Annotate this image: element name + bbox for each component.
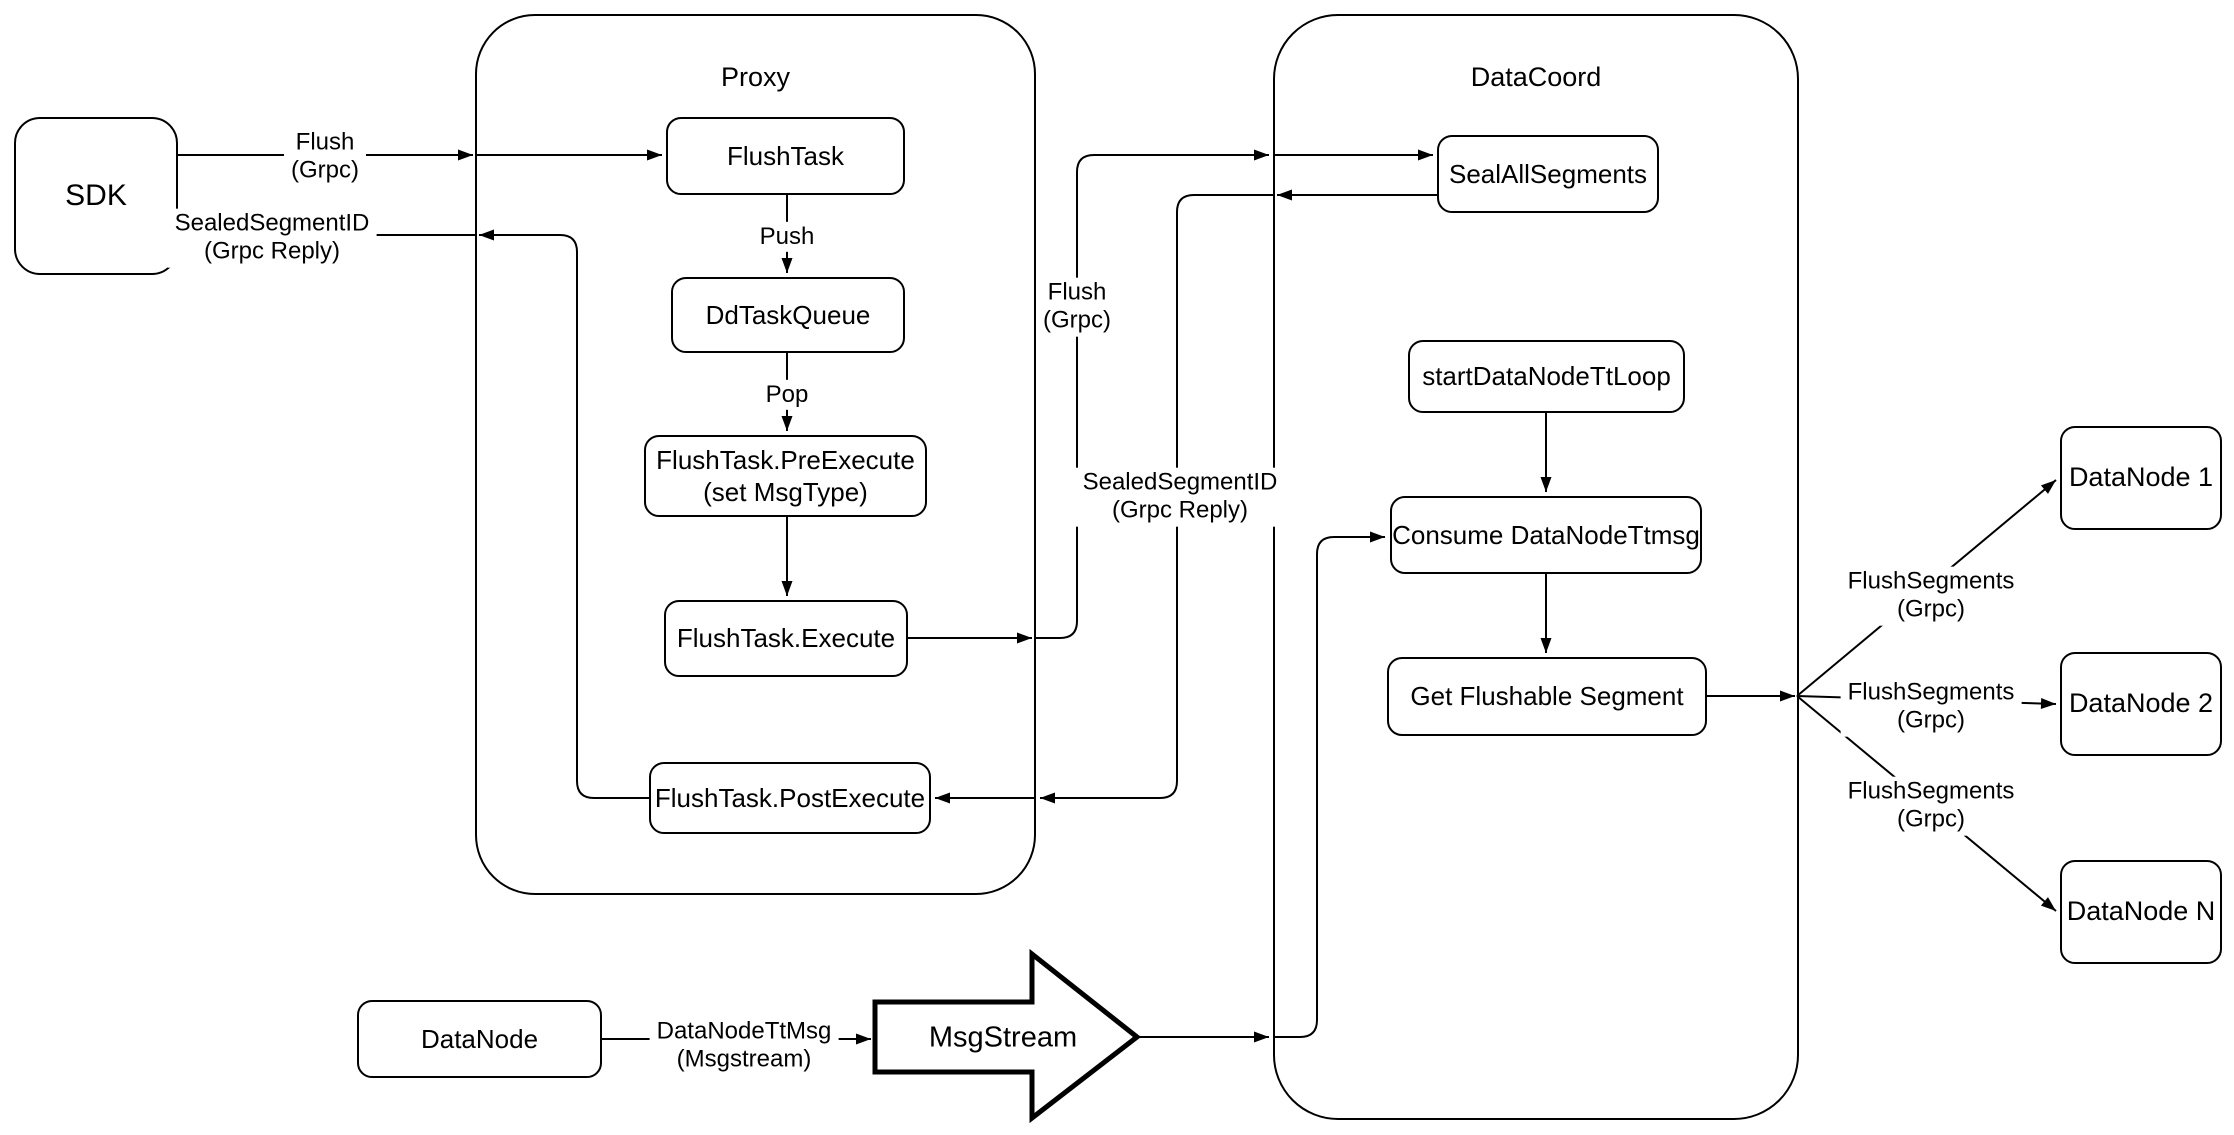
node-flushtask: FlushTask bbox=[666, 117, 905, 195]
node-execute: FlushTask.Execute bbox=[664, 600, 908, 677]
edge-label-flushsegments-1: FlushSegments (Grpc) bbox=[1840, 566, 2022, 626]
node-preexecute: FlushTask.PreExecute (set MsgType) bbox=[644, 435, 927, 517]
node-datanode-n: DataNode N bbox=[2060, 860, 2222, 964]
edge-label-flushsegments-2: FlushSegments (Grpc) bbox=[1840, 677, 2022, 737]
datacoord-title: DataCoord bbox=[1470, 62, 1602, 92]
edge-label-sealedsegmentid-sdk: SealedSegmentID (Grpc Reply) bbox=[167, 208, 377, 268]
edge-label-sealedsegmentid-mid: SealedSegmentID (Grpc Reply) bbox=[1075, 467, 1285, 527]
edge-label-flush-grpc-mid: Flush (Grpc) bbox=[1036, 277, 1118, 337]
node-ddtaskqueue: DdTaskQueue bbox=[671, 277, 905, 353]
node-getflushablesegment: Get Flushable Segment bbox=[1387, 657, 1707, 736]
edge-proxy-to-datacoord bbox=[1036, 149, 1269, 639]
edge-label-datanodettmsg: DataNodeTtMsg (Msgstream) bbox=[649, 1016, 839, 1076]
edge-label-pop: Pop bbox=[758, 379, 816, 411]
edge-label-flush-grpc-sdk: Flush (Grpc) bbox=[284, 127, 366, 187]
proxy-container bbox=[475, 14, 1036, 895]
node-sealallsegments: SealAllSegments bbox=[1437, 135, 1659, 213]
edge-label-push: Push bbox=[752, 221, 822, 253]
datacoord-container bbox=[1273, 14, 1799, 1120]
proxy-title: Proxy bbox=[720, 62, 791, 92]
edge-label-flushsegments-n: FlushSegments (Grpc) bbox=[1840, 776, 2022, 836]
node-postexecute: FlushTask.PostExecute bbox=[649, 762, 931, 834]
node-consumedatanodettmsg: Consume DataNodeTtmsg bbox=[1390, 496, 1702, 574]
edge-postexecute-to-proxy-edge bbox=[479, 229, 649, 799]
node-startdatanodettloop: startDataNodeTtLoop bbox=[1408, 340, 1685, 413]
node-datanode: DataNode bbox=[357, 1000, 602, 1078]
msgstream-arrow-shape bbox=[872, 948, 1142, 1124]
edge-datacoord-edge-to-consume bbox=[1273, 531, 1385, 1038]
node-datanode-1: DataNode 1 bbox=[2060, 426, 2222, 530]
node-datanode-2: DataNode 2 bbox=[2060, 652, 2222, 756]
node-sdk: SDK bbox=[14, 117, 178, 275]
msgstream-label: MsgStream bbox=[928, 1021, 1078, 1054]
